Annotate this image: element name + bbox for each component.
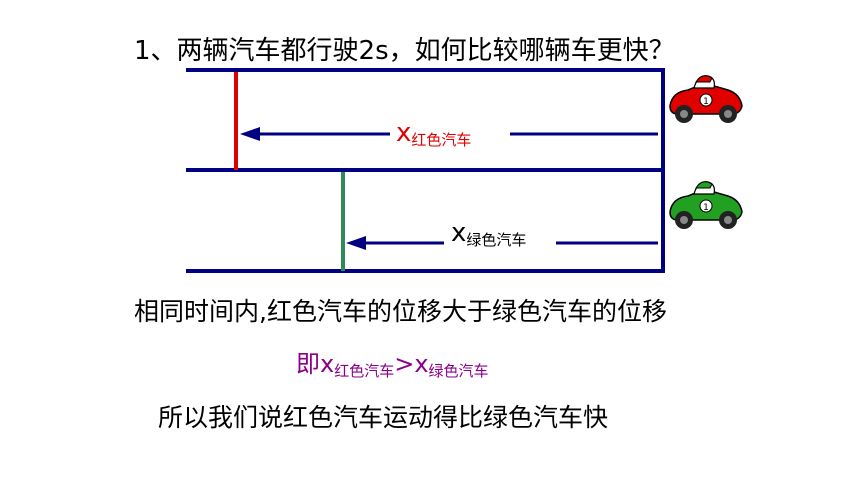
red-label-subscript: 红色汽车 (411, 131, 472, 149)
green-race-car-icon: 1 (669, 181, 743, 229)
inequality-prefix: 即 (296, 350, 320, 378)
red-displacement-arrow (240, 127, 658, 141)
red-displacement-label: x红色汽车 (396, 118, 471, 150)
red-label-symbol: x (396, 118, 412, 148)
inequality-sub2: 绿色汽车 (428, 362, 489, 380)
inequality-sub1: 红色汽车 (334, 362, 395, 380)
statement-displacement: 相同时间内,红色汽车的位移大于绿色汽车的位移 (134, 297, 667, 326)
inequality-operator: > (394, 350, 415, 378)
red-race-car-icon: 1 (669, 75, 743, 123)
red-car-badge: 1 (703, 97, 709, 107)
green-displacement-label: x绿色汽车 (451, 218, 526, 250)
statement-conclusion: 所以我们说红色汽车运动得比绿色汽车快 (158, 403, 609, 432)
green-label-symbol: x (451, 218, 467, 248)
green-car-badge: 1 (703, 203, 709, 213)
question-title: 1、两辆汽车都行驶2s，如何比较哪辆车更快？ (134, 36, 675, 66)
inequality-x1: x (320, 350, 335, 378)
green-label-subscript: 绿色汽车 (466, 231, 527, 249)
statement-inequality: 即x红色汽车>x绿色汽车 (296, 344, 489, 381)
green-displacement-arrow (346, 236, 658, 250)
inequality-x2: x (414, 350, 429, 378)
